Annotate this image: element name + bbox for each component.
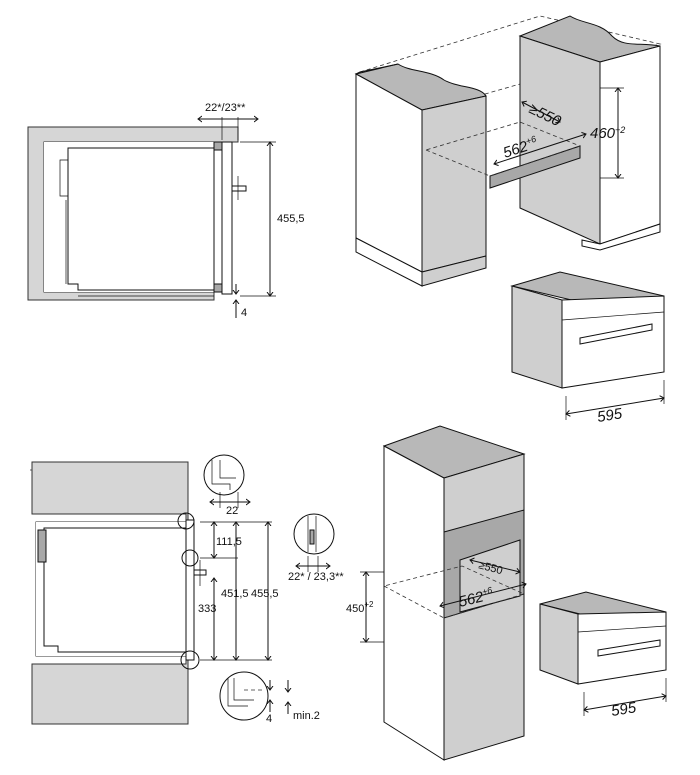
top-section-view: 22*/23** 455,5 4 [27,102,305,319]
dim-333: 333 [198,603,216,615]
dim-4-bottom: 4 [266,713,272,725]
appliance-bottom: 595 [539,591,666,720]
appliance-handle [579,323,653,345]
oven-door [221,141,233,295]
appliance-top: 595 [510,271,664,426]
dim-appliance-width-top: 595 [596,405,624,426]
oven-body-bottom [43,527,187,653]
dim-front-overlap: 22*/23** [205,102,246,114]
detail-bottom-circle [219,671,269,721]
top-iso-view: ≥550 562+6 460+2 [354,15,662,287]
dim-width-bottom: 562+6 [457,585,496,611]
dim-455-5: 455,5 [251,588,279,600]
oven-body [67,147,215,291]
dim-111-5: 111,5 [216,536,242,548]
oven-door-bottom [185,519,195,661]
bottom-section-view: 22 111,5 333 451,5 455,5 22* / 23,3** 4 … [30,454,344,725]
detail-top-circle [203,454,245,496]
dim-height-top-iso: 460+2 [590,125,625,142]
appliance-handle-bottom [597,639,661,657]
dim-height-bottom: 450+2 [346,600,374,615]
dim-detail-top: 22 [226,505,238,517]
dim-451-5: 451,5 [221,588,249,600]
dim-min-2: min.2 [293,710,320,722]
dim-height-top: 455,5 [277,213,305,225]
bottom-iso-view: ≥550 562+6 450+2 [346,425,526,761]
dim-gap-top: 4 [241,307,247,319]
door-handle [231,185,247,192]
left-worktop [354,63,487,111]
dim-detail-mid: 22* / 23,3** [288,571,344,583]
dim-appliance-width-bottom: 595 [610,699,638,720]
right-worktop [518,15,661,63]
